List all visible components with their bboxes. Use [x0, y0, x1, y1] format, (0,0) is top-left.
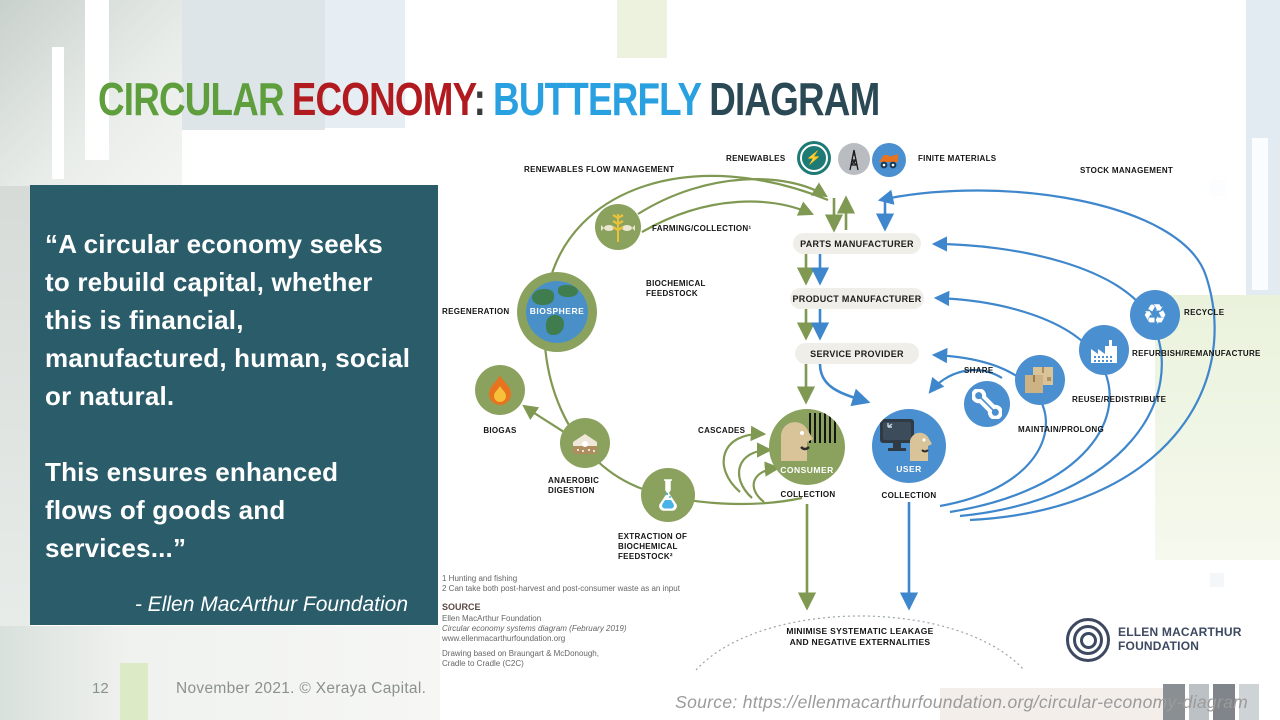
label-user: USER [896, 464, 922, 474]
leakage-dotted-arc [695, 615, 1025, 671]
product-manufacturer-box: PRODUCT MANUFACTURER [790, 288, 924, 309]
label-recycle: RECYCLE [1184, 308, 1225, 317]
page-number: 12 [92, 680, 109, 697]
emf-logo-line-1: ELLEN MACARTHUR [1118, 625, 1242, 640]
label-minimise-leakage: MINIMISE SYSTEMATIC LEAKAGE AND NEGATIVE… [786, 626, 934, 647]
label-extraction: EXTRACTION OF BIOCHEMICAL FEEDSTOCK² [618, 532, 688, 561]
diagram-source-block: SOURCE Ellen MacArthur Foundation Circul… [442, 602, 692, 670]
label-cascades: CASCADES [698, 426, 746, 435]
parts-manufacturer-box: PARTS MANUFACTURER [793, 233, 921, 254]
source-org: Ellen MacArthur Foundation [442, 613, 542, 623]
label-stock-management: STOCK MANAGEMENT [1080, 166, 1174, 175]
emf-logo-rings-icon [1066, 618, 1110, 662]
bg-top-strip-3 [617, 0, 667, 58]
label-biochemical-feedstock: BIOCHEMICAL FEEDSTOCK [646, 279, 706, 298]
label-collection-consumer: COLLECTION [780, 490, 836, 499]
label-anaerobic-digestion: ANAEROBIC DIGESTION [548, 476, 600, 495]
bg-bottom-green-strip [120, 663, 148, 720]
source-basis-2: Cradle to Cradle (C2C) [442, 659, 524, 669]
extraction-flask-icon [641, 468, 695, 522]
mining-truck-icon [872, 143, 906, 177]
footer-copyright: November 2021. © Xeraya Capital. [176, 680, 427, 697]
label-maintain-prolong: MAINTAIN/PROLONG [1018, 425, 1104, 434]
label-renewables-flow-management: RENEWABLES FLOW MANAGEMENT [524, 165, 675, 174]
deco-white-bar-small [52, 47, 64, 179]
title-colon: : [473, 73, 486, 125]
label-farming-collection: FARMING/COLLECTION¹ [652, 224, 752, 233]
source-url: www.ellenmacarthurfoundation.org [442, 634, 566, 644]
oil-derrick-icon [838, 143, 870, 175]
label-biogas: BIOGAS [483, 426, 517, 435]
quote-box: “A circular economy seeks to rebuild cap… [30, 185, 438, 625]
footnote-2: 2 Can take both post-harvest and post-co… [442, 584, 680, 594]
renewables-energy-icon: ⚡ [797, 141, 831, 175]
quote-attribution: - Ellen MacArthur Foundation [134, 593, 408, 616]
label-biosphere: BIOSPHERE [529, 306, 585, 316]
label-regeneration: REGENERATION [442, 307, 510, 316]
barcode-icon [809, 413, 837, 443]
bg-left-band [0, 186, 30, 626]
diagram-arrows [522, 174, 1216, 671]
label-renewables: RENEWABLES [726, 154, 786, 163]
footnotes: 1 Hunting and fishing 2 Can take both po… [442, 574, 772, 595]
label-collection-user: COLLECTION [881, 491, 937, 500]
maintain-wrench-icon [964, 381, 1010, 427]
label-consumer: CONSUMER [780, 465, 834, 475]
bg-bottom-left [0, 626, 440, 720]
label-finite-materials: FINITE MATERIALS [918, 154, 997, 163]
emf-logo-line-2: FOUNDATION [1118, 639, 1200, 653]
refurbish-factory-icon [1079, 325, 1129, 375]
quote-paragraph-1: “A circular economy seeks to rebuild cap… [45, 229, 411, 411]
quote-paragraph-2: This ensures enhanced flows of goods and… [45, 457, 339, 563]
footnote-1: 1 Hunting and fishing [442, 574, 518, 583]
source-basis-1: Drawing based on Braungart & McDonough, [442, 648, 599, 658]
label-refurbish-remanufacture: REFURBISH/REMANUFACTURE [1132, 349, 1261, 358]
title-word-butterfly: BUTTERFLY [493, 73, 702, 125]
bg-right-band-top [1246, 0, 1280, 295]
consumer-face-icon [781, 422, 813, 461]
anaerobic-digestion-icon [560, 418, 610, 468]
deco-white-bar-right [1252, 138, 1268, 290]
label-reuse-redistribute: REUSE/REDISTRIBUTE [1072, 395, 1167, 404]
user-icon: USER [872, 409, 946, 483]
source-heading: SOURCE [442, 602, 481, 612]
title-word-diagram: DIAGRAM [709, 73, 880, 125]
title-word-economy: ECONOMY [291, 73, 475, 125]
butterfly-diagram: RENEWABLES FLOW MANAGEMENT RENEWABLES FI… [440, 138, 1261, 678]
consumer-icon: CONSUMER [769, 409, 845, 485]
title-word-circular: CIRCULAR [98, 73, 285, 125]
biogas-icon [475, 365, 525, 415]
label-share: SHARE [964, 366, 994, 375]
footer-source-url: Source: https://ellenmacarthurfoundation… [675, 692, 1248, 712]
source-work: Circular economy systems diagram (Februa… [442, 624, 627, 634]
biosphere-icon: BIOSPHERE [517, 272, 597, 352]
recycle-icon: ♻ [1130, 290, 1180, 340]
farming-collection-icon [595, 204, 641, 250]
service-provider-box: SERVICE PROVIDER [795, 343, 919, 364]
emf-logo: ELLEN MACARTHUR FOUNDATION [1066, 618, 1242, 662]
reuse-boxes-icon [1015, 355, 1065, 405]
